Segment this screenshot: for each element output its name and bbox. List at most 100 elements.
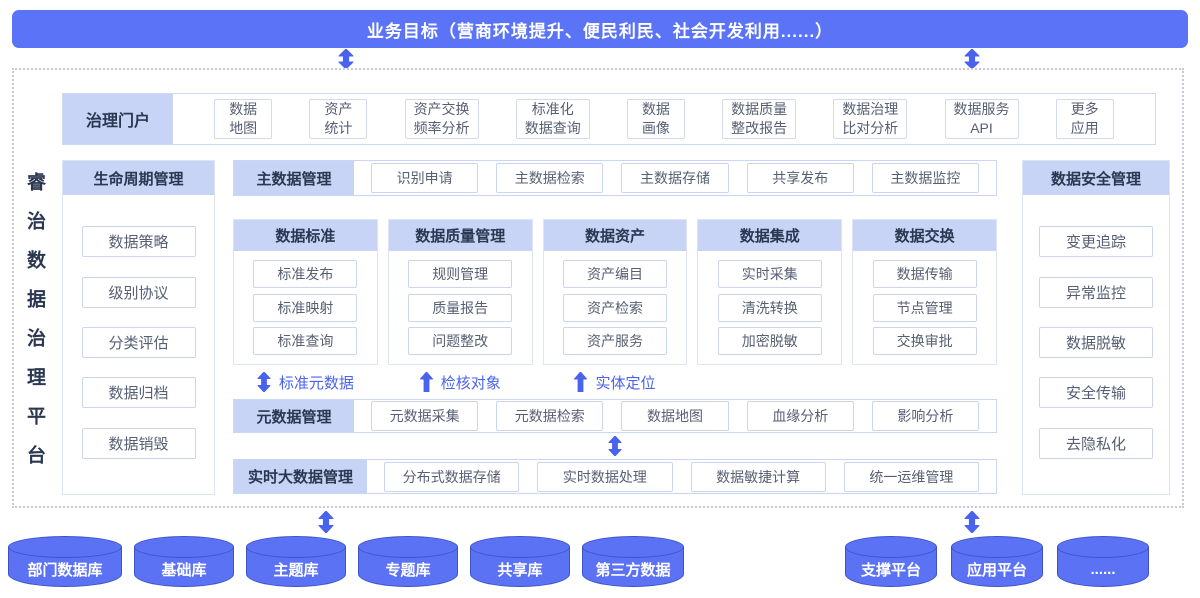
platform-label: 支撑平台: [860, 561, 921, 579]
metadata-header: 元数据管理: [234, 400, 354, 432]
lifecycle-items: 数据策略 级别协议 分类评估 数据归档 数据销毁: [63, 195, 214, 494]
database-label: 共享库: [497, 561, 543, 579]
bigdata-item: 分布式数据存储: [384, 461, 520, 492]
database-cylinder: 共享库: [470, 536, 570, 587]
platform-cylinder: 支撑平台: [845, 536, 937, 587]
portal-item-governance-compare: 数据治理 比对分析: [833, 99, 908, 139]
pillar-data-quality: 数据质量管理 规则管理 质量报告 问题整改: [387, 219, 533, 365]
pillar-header: 数据质量管理: [388, 220, 532, 251]
flow-label: 标准元数据: [278, 374, 354, 392]
portal-item-data-service-api: 数据服务 API: [944, 99, 1019, 139]
lifecycle-item: 级别协议: [81, 276, 196, 308]
portal-item-data-map: 数据 地图: [214, 99, 273, 139]
pillar-item: 资产编目: [562, 260, 667, 289]
database-cylinder: 基础库: [134, 536, 234, 587]
business-goal-banner: 业务目标（营商环境提升、便民利民、社会开发利用......）: [12, 10, 1188, 48]
portal-item-standardized-query: 标准化 数据查询: [515, 99, 590, 139]
pillar-item: 资产服务: [562, 326, 667, 355]
pillar-data-integration: 数据集成 实时采集 清洗转换 加密脱敏: [697, 219, 843, 365]
pillar-item: 标准发布: [253, 260, 358, 289]
flow-check-object: 检核对象: [388, 366, 533, 398]
flow-labels-row: 标准元数据 检核对象 实体定位: [233, 366, 997, 398]
platform-label: 应用平台: [966, 561, 1027, 579]
pillar-item: 数据传输: [872, 260, 977, 289]
security-item: 安全传输: [1039, 377, 1153, 409]
platform-label: ......: [1090, 560, 1116, 578]
up-down-arrow-icon: [964, 511, 980, 533]
portal-item-quality-report: 数据质量 整改报告: [722, 99, 797, 139]
up-down-arrow-icon: [964, 49, 980, 69]
pillar-item: 质量报告: [408, 293, 513, 322]
platform-cylinder: 应用平台: [951, 536, 1043, 587]
data-sources-row: 部门数据库 基础库 主题库 专题库 共享库 第三方数据: [8, 535, 684, 587]
database-label: 主题库: [273, 561, 319, 579]
flow-entity-location: 实体定位: [543, 366, 688, 398]
up-down-arrow-icon: [608, 436, 622, 456]
pillar-data-standard: 数据标准 标准发布 标准映射 标准查询: [233, 219, 378, 365]
database-label: 专题库: [385, 561, 431, 579]
database-cylinder: 主题库: [246, 536, 346, 587]
pillar-item: 问题整改: [408, 326, 513, 355]
bigdata-band: 实时大数据管理 分布式数据存储 实时数据处理 数据敏捷计算 统一运维管理: [233, 459, 997, 494]
bigdata-item: 数据敏捷计算: [690, 461, 826, 492]
pillar-columns: 数据标准 标准发布 标准映射 标准查询 数据质量管理 规则管理 质量报告 问题整…: [233, 219, 997, 365]
database-label: 基础库: [161, 561, 207, 579]
metadata-band: 元数据管理 元数据采集 元数据检索 数据地图 血缘分析 影响分析: [233, 399, 997, 433]
pillar-header: 数据资产: [543, 220, 687, 251]
security-header: 数据安全管理: [1023, 161, 1169, 195]
pillar-header: 数据集成: [698, 220, 842, 251]
database-cylinder: 专题库: [358, 536, 458, 587]
business-goal-title: 业务目标（营商环境提升、便民利民、社会开发利用......）: [366, 21, 834, 41]
pillar-data-asset: 数据资产 资产编目 资产检索 资产服务: [542, 219, 688, 365]
pillar-item: 标准查询: [253, 326, 358, 355]
platform-title: 睿治数据治理平台: [24, 172, 45, 484]
up-down-arrow-icon: [318, 511, 334, 533]
metadata-item: 数据地图: [621, 401, 729, 431]
database-cylinder: 第三方数据: [582, 536, 684, 587]
pillar-data-exchange: 数据交换 数据传输 节点管理 交换审批: [852, 219, 997, 365]
pillar-item: 实时采集: [717, 260, 822, 289]
metadata-item: 元数据检索: [496, 401, 604, 431]
metadata-item: 血缘分析: [746, 401, 854, 431]
security-item: 异常监控: [1039, 276, 1153, 308]
flow-label: 检核对象: [440, 374, 501, 392]
bigdata-item: 实时数据处理: [537, 461, 673, 492]
security-item: 变更追踪: [1039, 226, 1153, 258]
portal-item-asset-stats: 资产 统计: [309, 99, 368, 139]
portal-item-exchange-frequency: 资产交换 频率分析: [404, 99, 479, 139]
up-down-arrow-icon: [338, 49, 354, 69]
pillar-header: 数据标准: [234, 220, 377, 251]
bigdata-header: 实时大数据管理: [234, 460, 367, 493]
portal-strip: 治理门户 数据 地图 资产 统计 资产交换 频率分析 标准化 数据查询 数据 画…: [62, 93, 1156, 145]
metadata-item: 影响分析: [871, 401, 980, 431]
up-down-arrow-icon: [257, 372, 271, 392]
portal-header: 治理门户: [63, 94, 173, 144]
master-data-header: 主数据管理: [234, 161, 354, 195]
database-cylinder: 部门数据库: [8, 536, 122, 587]
master-data-item: 主数据检索: [496, 163, 604, 193]
master-data-item: 主数据监控: [871, 163, 980, 193]
up-arrow-icon: [574, 372, 588, 392]
bigdata-item: 统一运维管理: [843, 461, 979, 492]
flow-label: 实体定位: [595, 374, 656, 392]
center-area: 主数据管理 识别申请 主数据检索 主数据存储 共享发布 主数据监控 数据标准 标…: [233, 160, 997, 494]
lifecycle-column: 生命周期管理 数据策略 级别协议 分类评估 数据归档 数据销毁: [62, 160, 215, 495]
pillar-item: 标准映射: [253, 293, 358, 322]
portal-item-data-profile: 数据 画像: [626, 99, 685, 139]
lifecycle-header: 生命周期管理: [63, 161, 214, 195]
security-column: 数据安全管理 变更追踪 异常监控 数据脱敏 安全传输 去隐私化: [1022, 160, 1170, 495]
metadata-item: 元数据采集: [371, 401, 479, 431]
platform-cylinder: ......: [1057, 536, 1149, 587]
pillar-item: 交换审批: [872, 326, 977, 355]
platforms-row: 支撑平台 应用平台 ......: [845, 535, 1149, 587]
portal-item-more-apps: 更多 应用: [1055, 99, 1114, 139]
lifecycle-item: 数据策略: [81, 226, 196, 258]
pillar-item: 资产检索: [562, 293, 667, 322]
pillar-item: 加密脱敏: [717, 326, 822, 355]
master-data-band: 主数据管理 识别申请 主数据检索 主数据存储 共享发布 主数据监控: [233, 160, 997, 196]
portal-items: 数据 地图 资产 统计 资产交换 频率分析 标准化 数据查询 数据 画像 数据质…: [173, 94, 1155, 144]
lifecycle-item: 分类评估: [81, 326, 196, 358]
pillar-item: 清洗转换: [717, 293, 822, 322]
security-item: 去隐私化: [1039, 427, 1153, 459]
